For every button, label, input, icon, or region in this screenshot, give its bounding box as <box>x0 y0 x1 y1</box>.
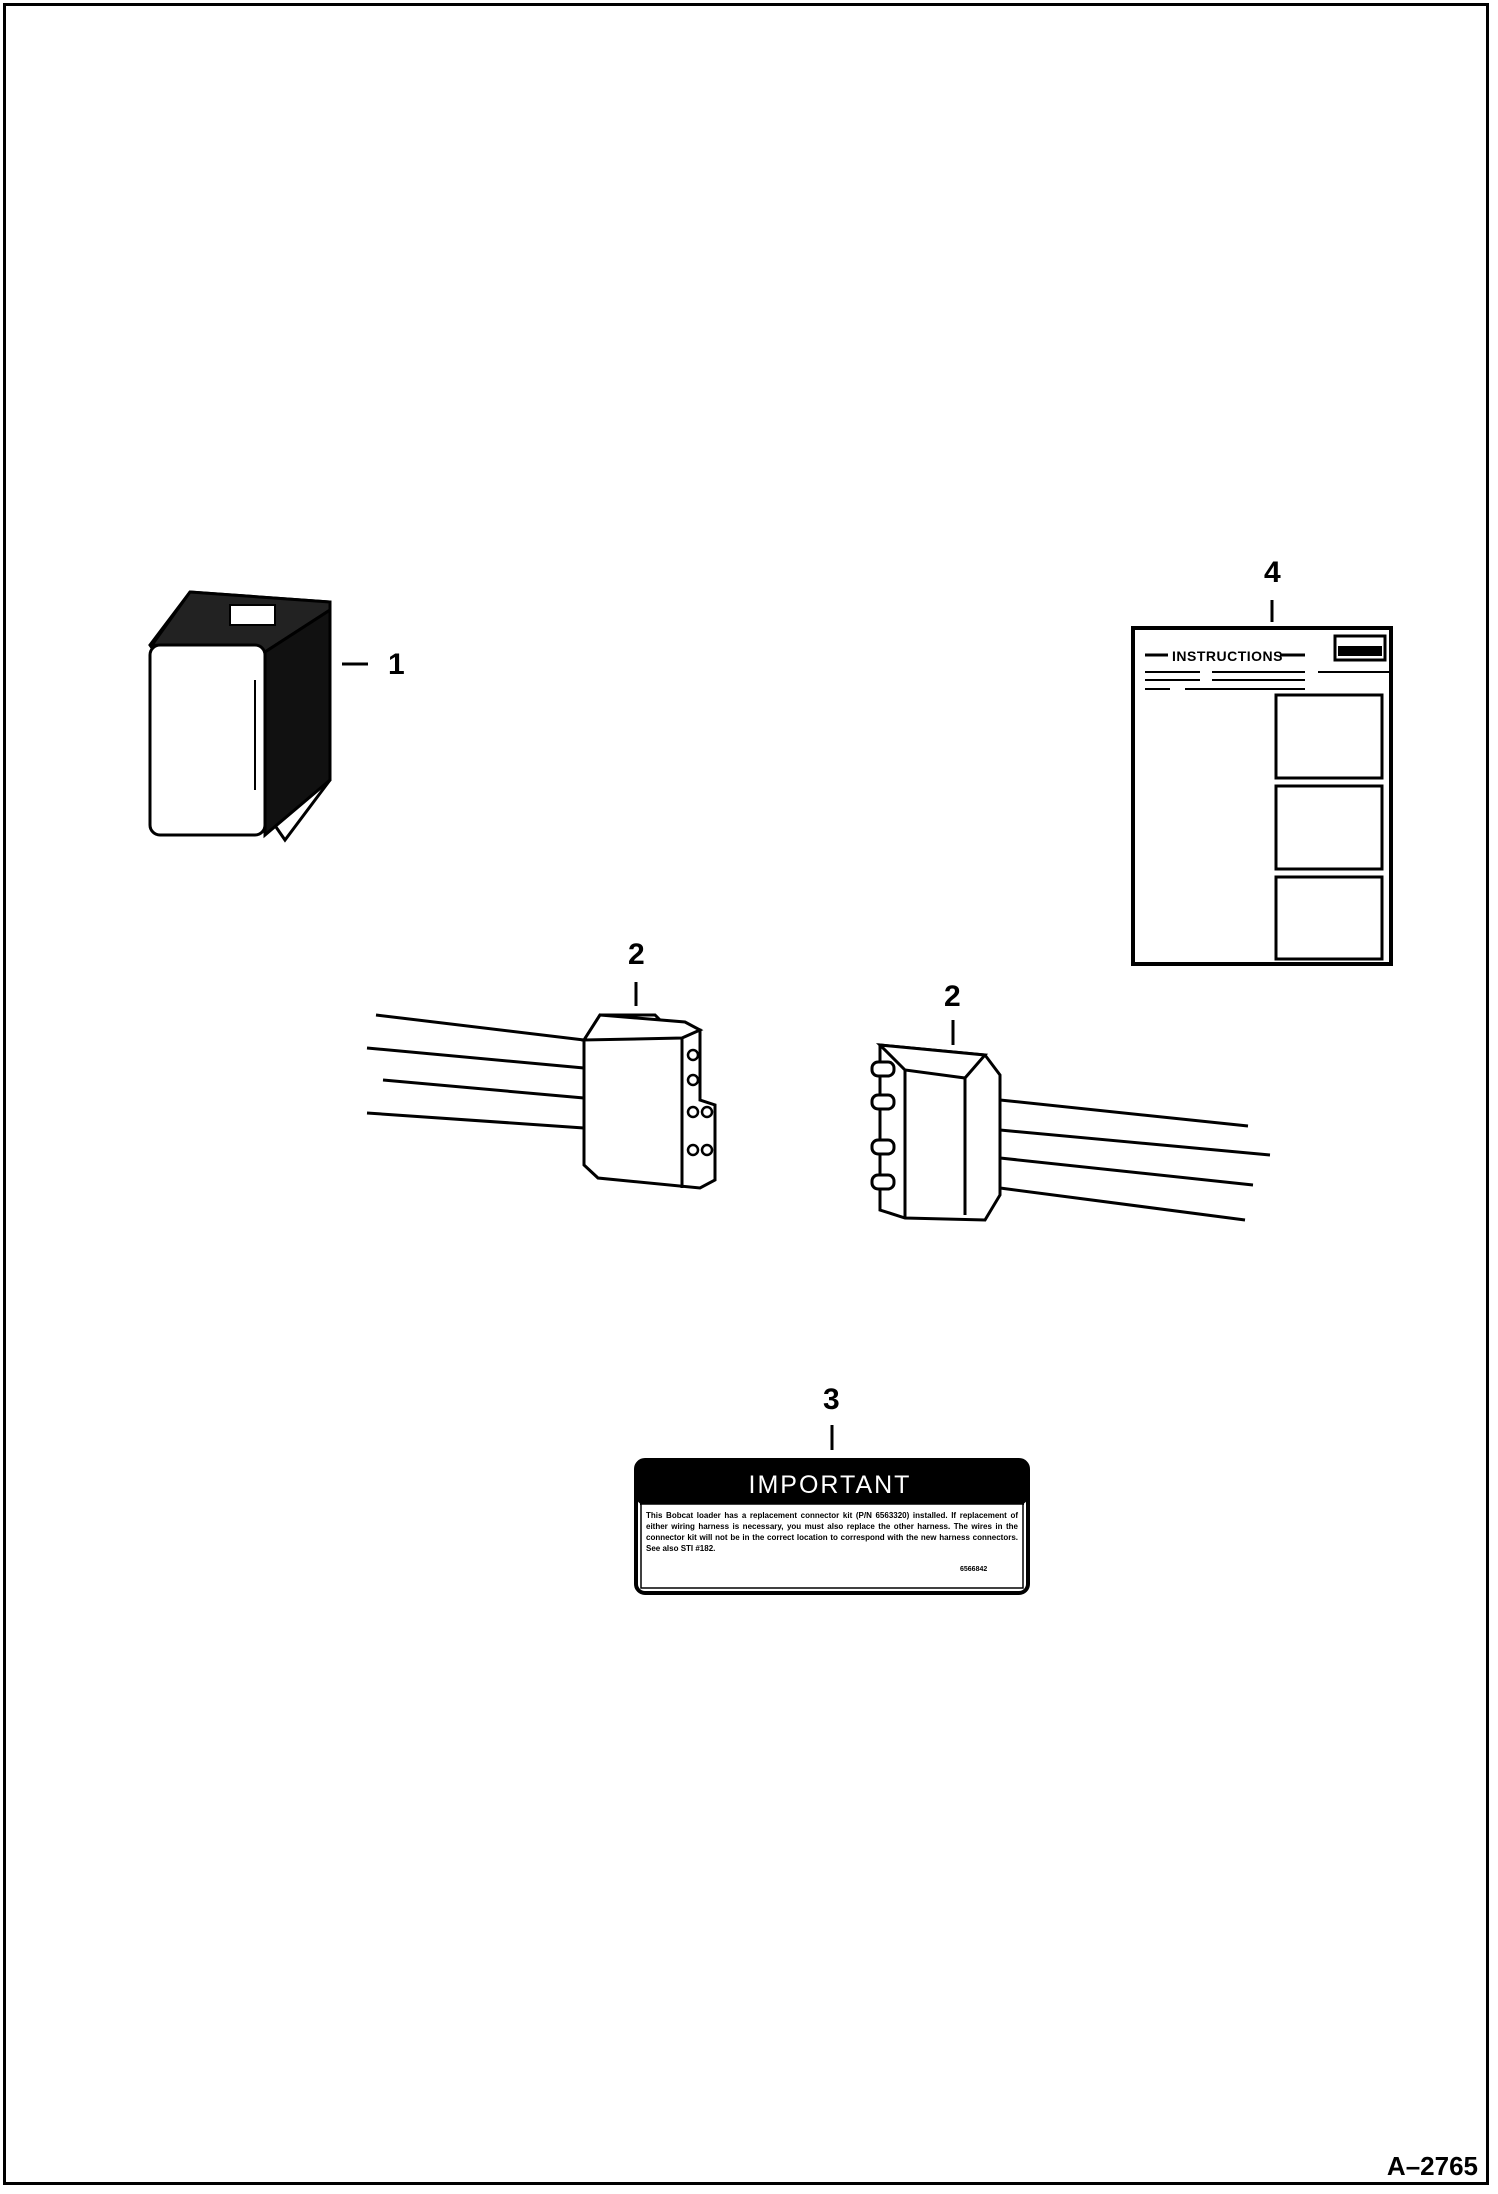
decal-part-number: 6566842 <box>960 1566 988 1573</box>
figure-number: A–2765 <box>1386 2151 1478 2181</box>
decal-title: IMPORTANT <box>748 1471 912 1499</box>
drawing-frame <box>3 3 1489 2185</box>
callout-3: 3 <box>823 1383 840 1416</box>
callout-1: 1 <box>388 648 405 681</box>
connector-left <box>366 1013 717 1190</box>
instruction-sheet <box>1131 626 1393 966</box>
connector-right <box>870 1043 1271 1222</box>
callout-2-right: 2 <box>944 980 961 1013</box>
callout-4: 4 <box>1264 556 1281 589</box>
instruction-sheet-title: INSTRUCTIONS <box>1172 648 1283 664</box>
callout-2-left: 2 <box>628 938 645 971</box>
relay-module <box>148 590 332 843</box>
decal-body: This Bobcat loader has a replacement con… <box>646 1511 1018 1553</box>
important-decal <box>634 1458 1030 1595</box>
